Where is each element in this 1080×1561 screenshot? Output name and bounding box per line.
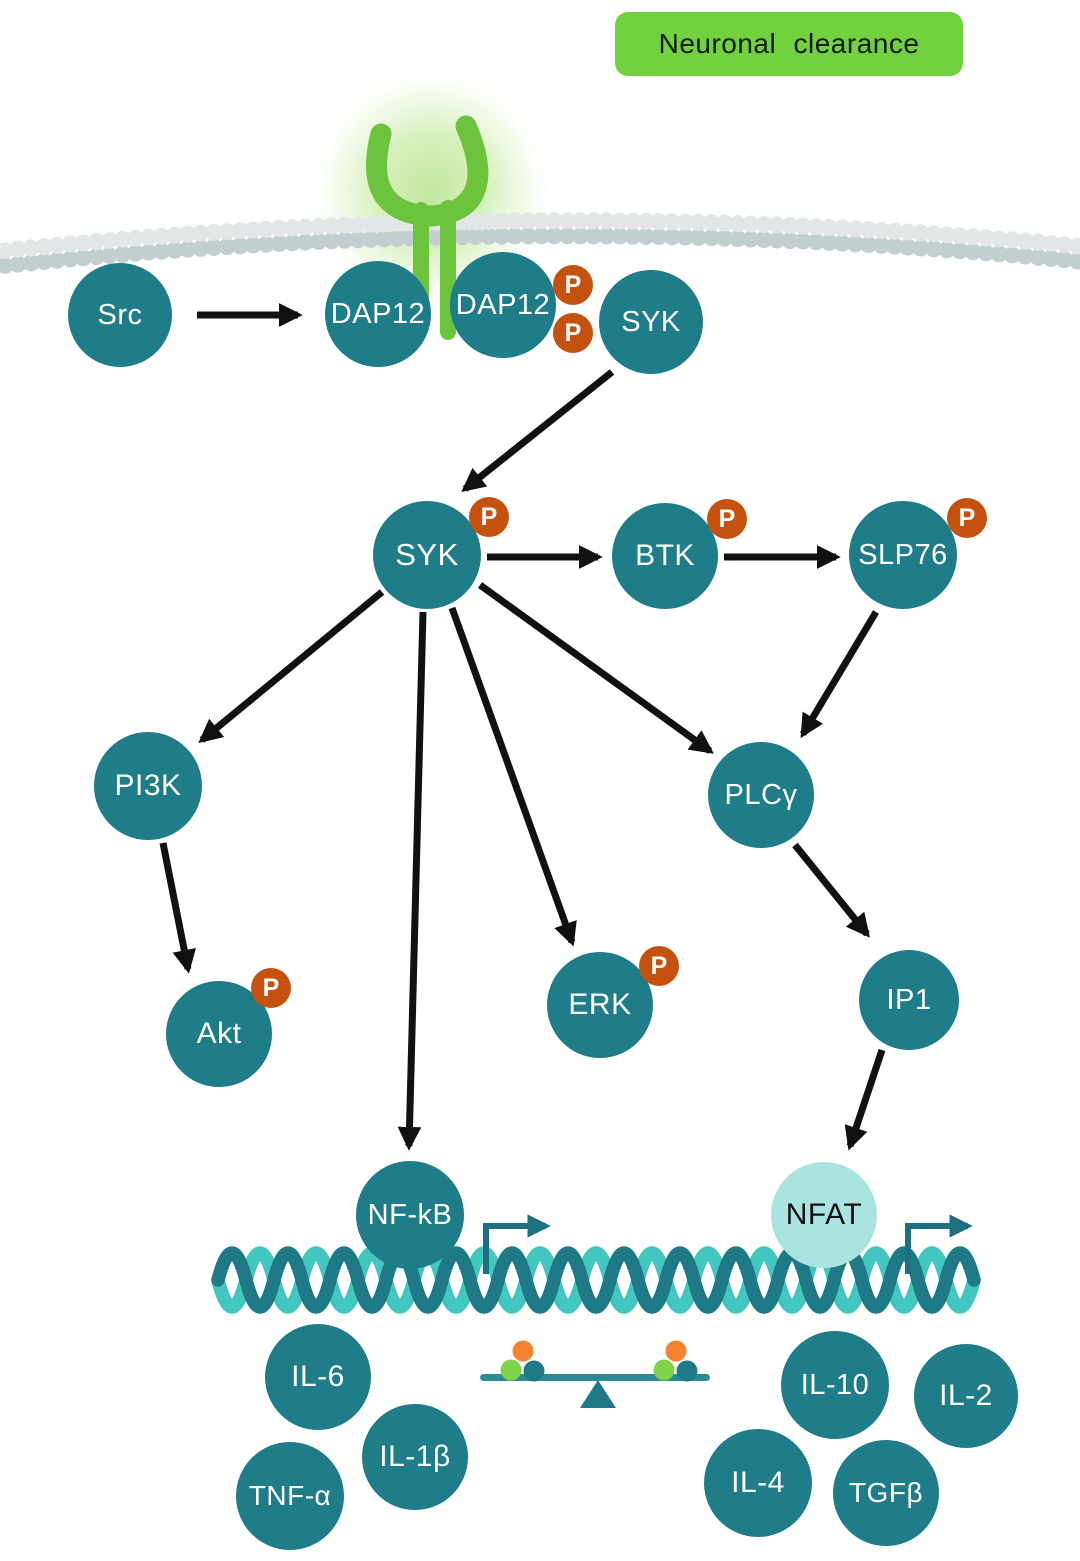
- node-nfkb: NF-kB: [356, 1161, 464, 1269]
- arrow-slp76-plcg: [799, 610, 880, 739]
- phospho-badge-erk: P: [639, 946, 679, 986]
- phospho-letter: P: [958, 503, 976, 532]
- node-il2: IL-2: [914, 1344, 1018, 1448]
- node-tnfa: TNF-α: [236, 1442, 344, 1550]
- node-dap12-right: DAP12: [450, 252, 556, 358]
- arrow-syk-plcg: [477, 582, 714, 754]
- node-akt-label: Akt: [196, 1017, 242, 1050]
- phospho-letter: P: [480, 502, 498, 531]
- node-il10: IL-10: [781, 1331, 889, 1439]
- node-src-label: Src: [97, 298, 143, 331]
- phospho-letter: P: [564, 318, 582, 347]
- node-il4-label: IL-4: [731, 1466, 785, 1499]
- phospho-badge-syk: P: [469, 497, 509, 537]
- node-tgfb: TGFβ: [833, 1440, 939, 1546]
- node-tgfb-label: TGFβ: [848, 1477, 924, 1508]
- balance-icon: [480, 1340, 710, 1408]
- membrane-outer-leaflet: [0, 212, 1080, 260]
- banner-neuronal-clearance: Neuronal clearance: [615, 12, 963, 76]
- node-slp76: SLP76: [849, 501, 957, 609]
- node-nfat-label: NFAT: [785, 1198, 863, 1231]
- phospho-letter: P: [718, 504, 736, 533]
- node-ip1-label: IP1: [886, 983, 932, 1016]
- node-plc-gamma: PLCγ: [708, 742, 814, 848]
- node-ip1: IP1: [859, 950, 959, 1050]
- arrow-syk-erk: [448, 606, 577, 947]
- node-syk-receptor: SYK: [599, 270, 703, 374]
- node-src: Src: [68, 263, 172, 367]
- node-syk-label: SYK: [395, 537, 459, 572]
- phospho-badge-btk: P: [707, 499, 747, 539]
- banner-label: Neuronal clearance: [658, 28, 920, 59]
- arrow-syk-pi3k: [198, 589, 385, 744]
- node-il4: IL-4: [704, 1429, 812, 1537]
- phospho-letter: P: [262, 973, 280, 1002]
- signal-arrows: [159, 303, 886, 1151]
- node-plc-gamma-label: PLCγ: [724, 778, 798, 811]
- node-tnfa-label: TNF-α: [248, 1480, 332, 1511]
- node-il1b-label: IL-1β: [379, 1440, 451, 1473]
- node-dap12-left-label: DAP12: [330, 297, 426, 330]
- arrow-plcg-ip1: [792, 842, 870, 938]
- phospho-letter: P: [564, 270, 582, 299]
- node-erk-label: ERK: [568, 988, 632, 1021]
- node-nfat: NFAT: [771, 1162, 877, 1268]
- arrow-pi3k-akt: [159, 842, 196, 974]
- node-pi3k-label: PI3K: [114, 769, 182, 802]
- phospho-letter: P: [650, 951, 668, 980]
- node-nfkb-label: NF-kB: [367, 1198, 453, 1231]
- arrow-ip1-nfat: [844, 1048, 886, 1151]
- phospho-badge-akt: P: [251, 968, 291, 1008]
- phospho-badge-dap12-2: P: [553, 313, 593, 353]
- node-il10-label: IL-10: [800, 1368, 870, 1401]
- transcription-arrow-nfkb: [483, 1214, 551, 1274]
- node-pi3k: PI3K: [94, 732, 202, 840]
- node-il1b: IL-1β: [362, 1404, 468, 1510]
- phospho-badge-slp76: P: [947, 498, 987, 538]
- node-il6: IL-6: [265, 1324, 371, 1430]
- node-il2-label: IL-2: [939, 1379, 993, 1412]
- dna-helix: [211, 1246, 981, 1314]
- arrow-sykreceptor-syk: [461, 369, 615, 492]
- node-dap12-right-label: DAP12: [455, 288, 551, 321]
- transcription-arrow-nfat: [905, 1214, 973, 1274]
- node-btk-label: BTK: [635, 539, 695, 572]
- node-dap12-left: DAP12: [325, 261, 431, 367]
- arrow-syk-nfkb: [397, 611, 427, 1151]
- node-slp76-label: SLP76: [858, 538, 948, 571]
- node-btk: BTK: [612, 503, 718, 609]
- phospho-badge-dap12-1: P: [553, 265, 593, 305]
- node-il6-label: IL-6: [291, 1360, 345, 1393]
- node-erk: ERK: [547, 952, 653, 1058]
- node-syk-receptor-label: SYK: [621, 305, 681, 338]
- node-syk: SYK: [373, 501, 481, 609]
- membrane-inner-leaflet: [0, 227, 1080, 275]
